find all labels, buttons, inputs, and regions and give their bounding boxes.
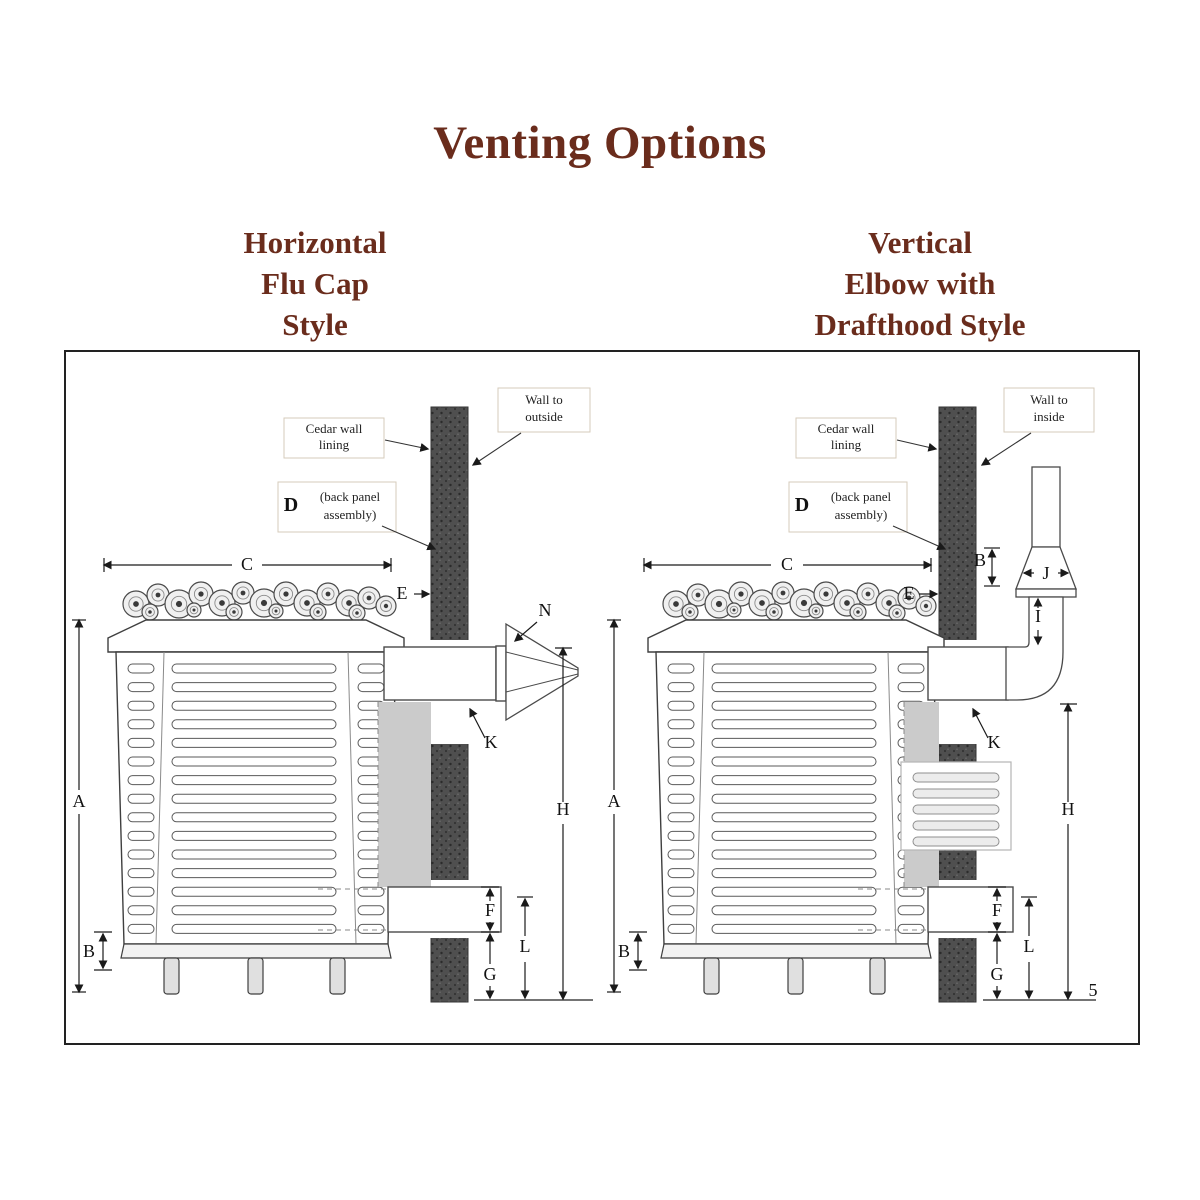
dim-I: I (1033, 597, 1043, 646)
label-wall-to-inside: Wall to inside (980, 387, 1095, 466)
dim-label-B: B (83, 941, 95, 961)
right-diagram: Cedar wall lining Wall to inside D (back… (607, 387, 1098, 1003)
page-number: 5 (1089, 980, 1098, 1000)
dim-H: H (1060, 702, 1077, 1001)
back-panel-label-line1: (back panel (320, 489, 381, 504)
drafthood-lip (1015, 588, 1077, 598)
vertical-elbow-pipe (1005, 466, 1077, 701)
dim-L: L (517, 896, 533, 1000)
dim-L: L (1021, 896, 1037, 1000)
dim-J: J (1022, 563, 1070, 583)
dim-label-L: L (1024, 936, 1035, 956)
dim-label-C: C (781, 554, 793, 574)
back-panel-label-line2: assembly) (835, 507, 888, 522)
lower-vent-duct (318, 886, 502, 933)
dim-C: C (102, 554, 393, 574)
left-subtitle-line1: Horizontal (243, 225, 387, 260)
dim-label-A: A (608, 791, 621, 811)
left-diagram: Cedar wall lining Wall to outside D (bac… (72, 387, 593, 1003)
dim-E: E (397, 583, 431, 603)
left-subtitle: Horizontal Flu Cap Style (125, 222, 505, 345)
dim-F: F (988, 886, 1006, 933)
dim-label-B: B (618, 941, 630, 961)
dim-N: N (513, 600, 552, 642)
dim-label-J: J (1042, 563, 1049, 583)
wall-to-label-line1: Wall to (1030, 392, 1068, 407)
dim-label-G: G (991, 964, 1004, 984)
cedar-wall-label-line2: lining (831, 437, 862, 452)
sauna-heater (107, 581, 405, 995)
dim-K: K (972, 707, 1001, 752)
dim-B-legs: B (618, 931, 647, 971)
horizontal-flue-cap (505, 622, 579, 722)
dim-label-H: H (1062, 799, 1075, 819)
dim-B-drafthood: B (974, 547, 1000, 587)
dim-label-A: A (73, 791, 86, 811)
dim-K: K (469, 707, 498, 752)
dim-label-H: H (557, 799, 570, 819)
dim-label-K: K (988, 732, 1001, 752)
back-panel-assembly (377, 702, 431, 887)
dim-B: B (83, 931, 112, 971)
dim-label-B2: B (974, 550, 986, 570)
wall-to-label-line1: Wall to (525, 392, 563, 407)
label-back-panel-assembly: D (back panel assembly) (788, 481, 947, 551)
wall-to-label-line2: inside (1033, 409, 1064, 424)
dim-label-D: D (795, 494, 809, 516)
right-subtitle: Vertical Elbow with Drafthood Style (700, 222, 1140, 345)
back-panel-label-line2: assembly) (324, 507, 377, 522)
dim-G: G (991, 932, 1004, 1000)
dim-label-N: N (539, 600, 552, 620)
cedar-wall-label-line1: Cedar wall (818, 421, 875, 436)
label-cedar-wall: Cedar wall lining (795, 417, 938, 459)
dim-label-L: L (520, 936, 531, 956)
dim-label-I: I (1035, 606, 1041, 626)
wall-vent-grille (900, 761, 1012, 851)
label-wall-to-outside: Wall to outside (471, 387, 591, 466)
label-back-panel-assembly: D (back panel assembly) (277, 481, 437, 551)
right-subtitle-line1: Vertical (868, 225, 972, 260)
dim-E: E (904, 583, 939, 603)
left-subtitle-line2: Flu Cap (261, 266, 369, 301)
dim-label-F: F (485, 900, 495, 920)
dim-label-D: D (284, 494, 298, 516)
dim-F: F (481, 886, 499, 933)
dim-A: A (72, 618, 86, 994)
dim-label-E: E (904, 583, 915, 603)
cedar-wall-label-line1: Cedar wall (306, 421, 363, 436)
dim-label-E: E (397, 583, 408, 603)
upper-vent-duct (383, 645, 507, 702)
dim-G: G (484, 932, 497, 1000)
page-title: Venting Options (433, 117, 767, 169)
cedar-wall-label-line2: lining (319, 437, 350, 452)
dim-label-C: C (241, 554, 253, 574)
back-panel-label-line1: (back panel (831, 489, 892, 504)
vent-pipe-top (1031, 466, 1061, 548)
left-subtitle-line3: Style (282, 307, 348, 342)
upper-vent-duct (927, 646, 1009, 701)
dim-C: C (642, 554, 933, 574)
right-subtitle-line2: Elbow with (844, 266, 996, 301)
dim-H: H (555, 646, 572, 1001)
right-subtitle-line3: Drafthood Style (814, 307, 1026, 342)
wall-to-label-line2: outside (525, 409, 563, 424)
diagram-frame: Cedar wall lining Wall to outside D (bac… (64, 350, 1140, 1045)
dim-label-G: G (484, 964, 497, 984)
dim-label-K: K (485, 732, 498, 752)
sauna-heater (647, 581, 945, 995)
dim-label-F: F (992, 900, 1002, 920)
elbow (1005, 596, 1064, 701)
label-cedar-wall: Cedar wall lining (283, 417, 430, 459)
dim-A: A (607, 618, 621, 994)
